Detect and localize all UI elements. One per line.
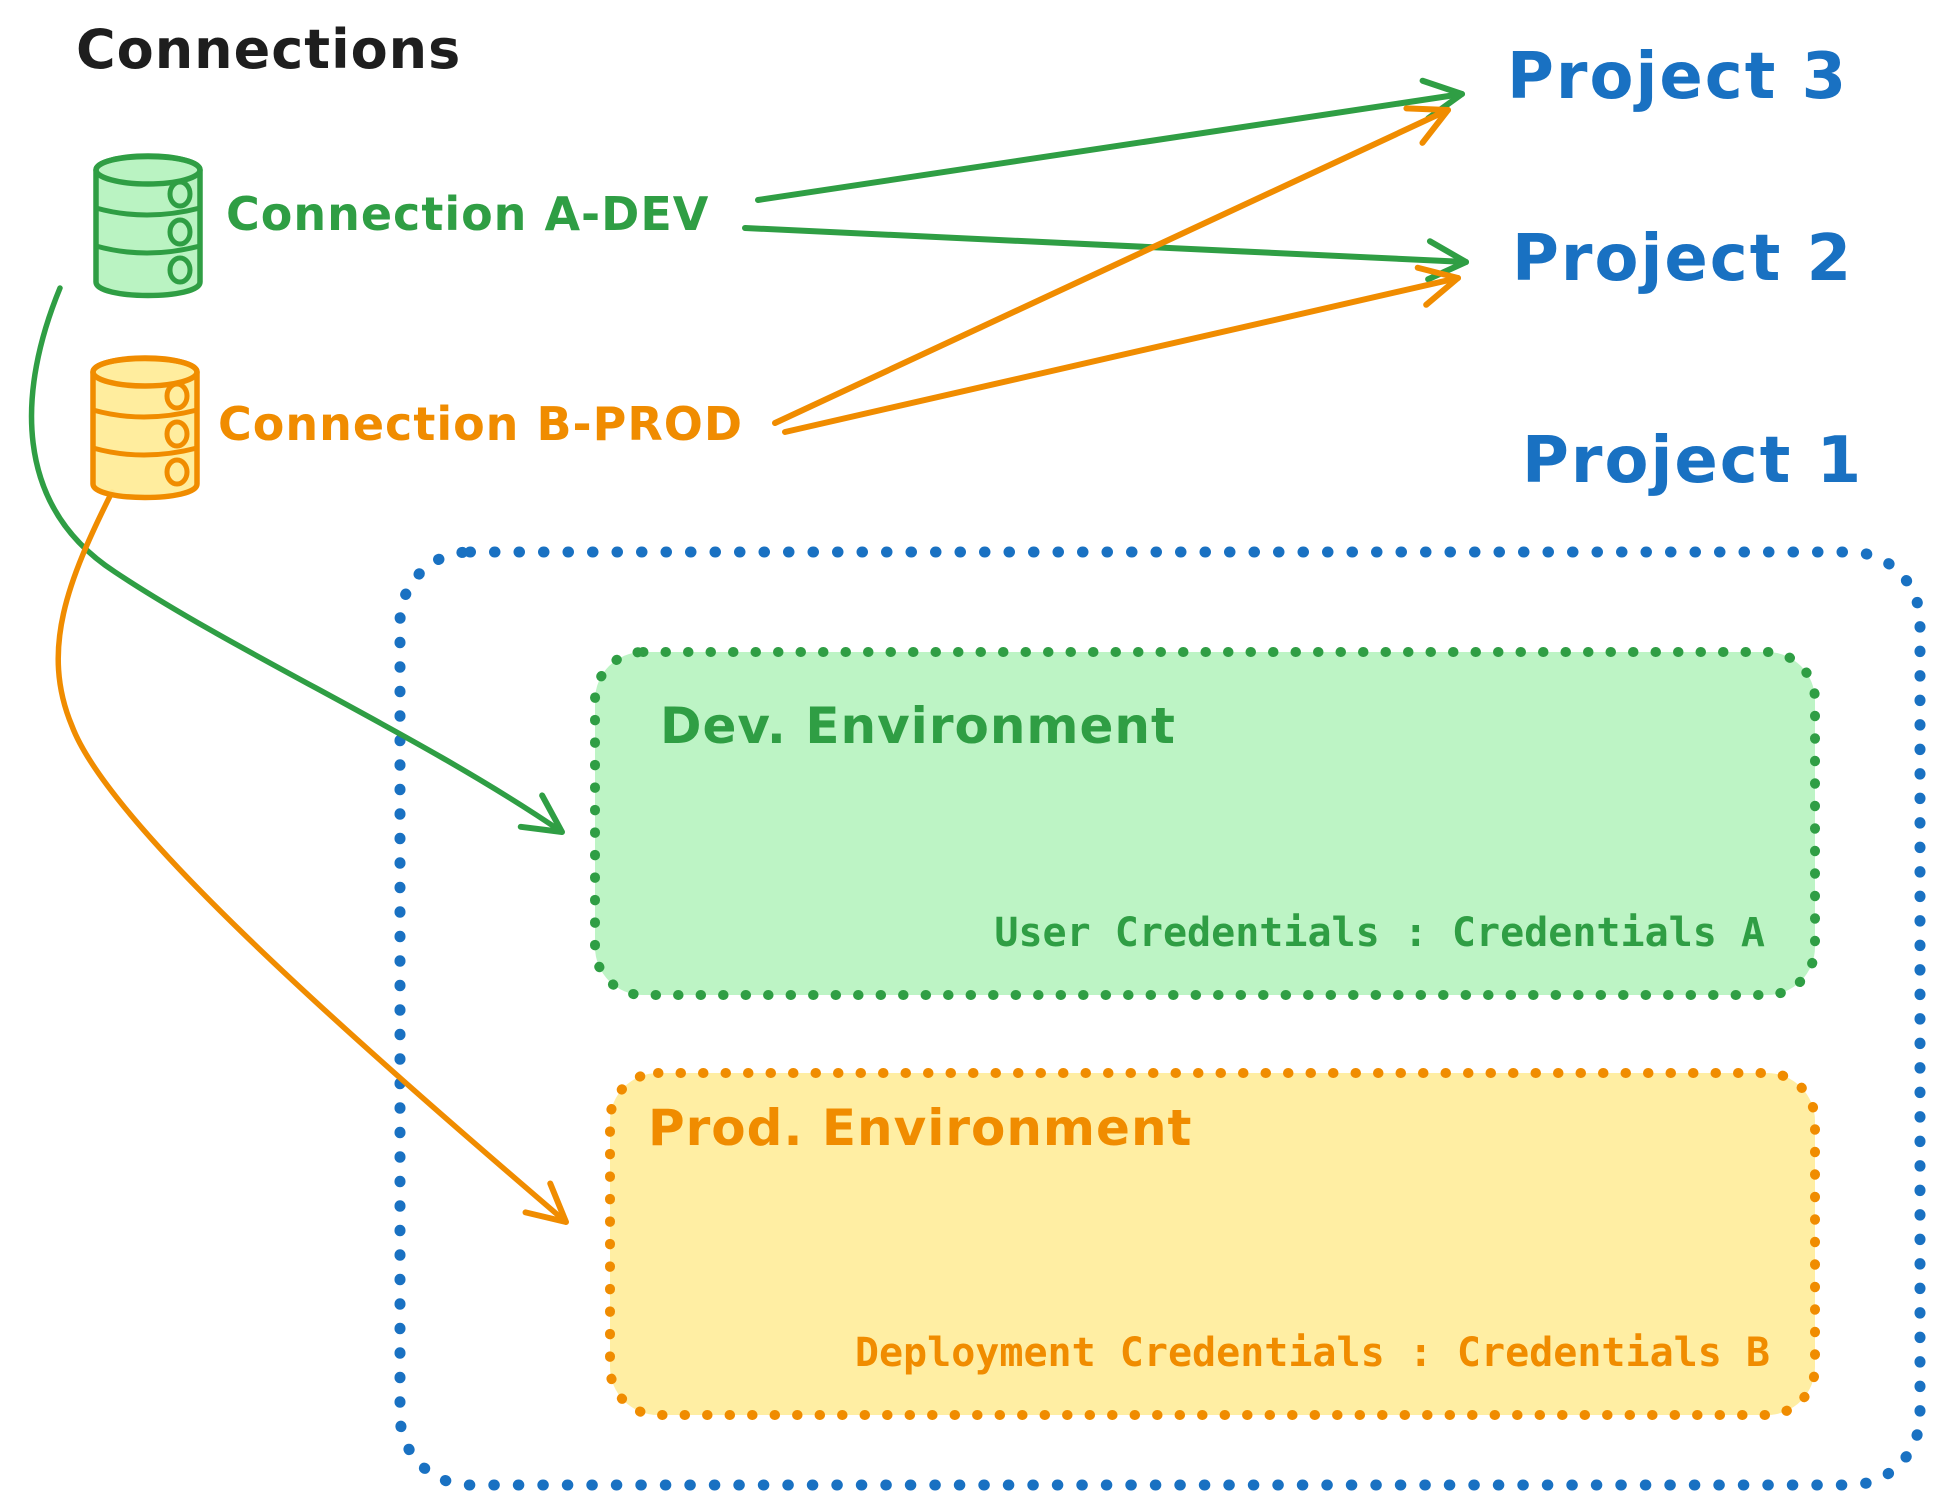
- diagram-title: Connections: [76, 18, 462, 81]
- dev-environment-title: Dev. Environment: [660, 697, 1176, 755]
- arrow-adev-project2: [742, 225, 1469, 283]
- prod-credentials-text: Deployment Credentials : Credentials B: [854, 1330, 1770, 1376]
- arrow-bprod-prodenv: [55, 489, 569, 1225]
- dev-credentials-text: User Credentials : Credentials A: [994, 910, 1765, 956]
- prod-environment-title: Prod. Environment: [648, 1099, 1193, 1157]
- prod-environment-box: [605, 1068, 1820, 1420]
- project-2-label: Project 2: [1512, 222, 1854, 296]
- project1-container-border: [394, 546, 1926, 1491]
- project-1-label: Project 1: [1522, 424, 1864, 498]
- connection-b-prod-label: Connection B-PROD: [218, 397, 744, 451]
- connection-a-dev-label: Connection A-DEV: [226, 187, 710, 241]
- dev-environment-box: [590, 647, 1820, 1000]
- arrow-adev-project3: [755, 77, 1465, 203]
- arrow-bprod-project3: [772, 105, 1451, 426]
- arrow-bprod-project2: [782, 264, 1461, 435]
- dev-database-icon: [93, 153, 203, 299]
- arrow-adev-devenv: [28, 285, 565, 835]
- prod-database-icon: [90, 355, 200, 501]
- project-3-label: Project 3: [1507, 40, 1849, 114]
